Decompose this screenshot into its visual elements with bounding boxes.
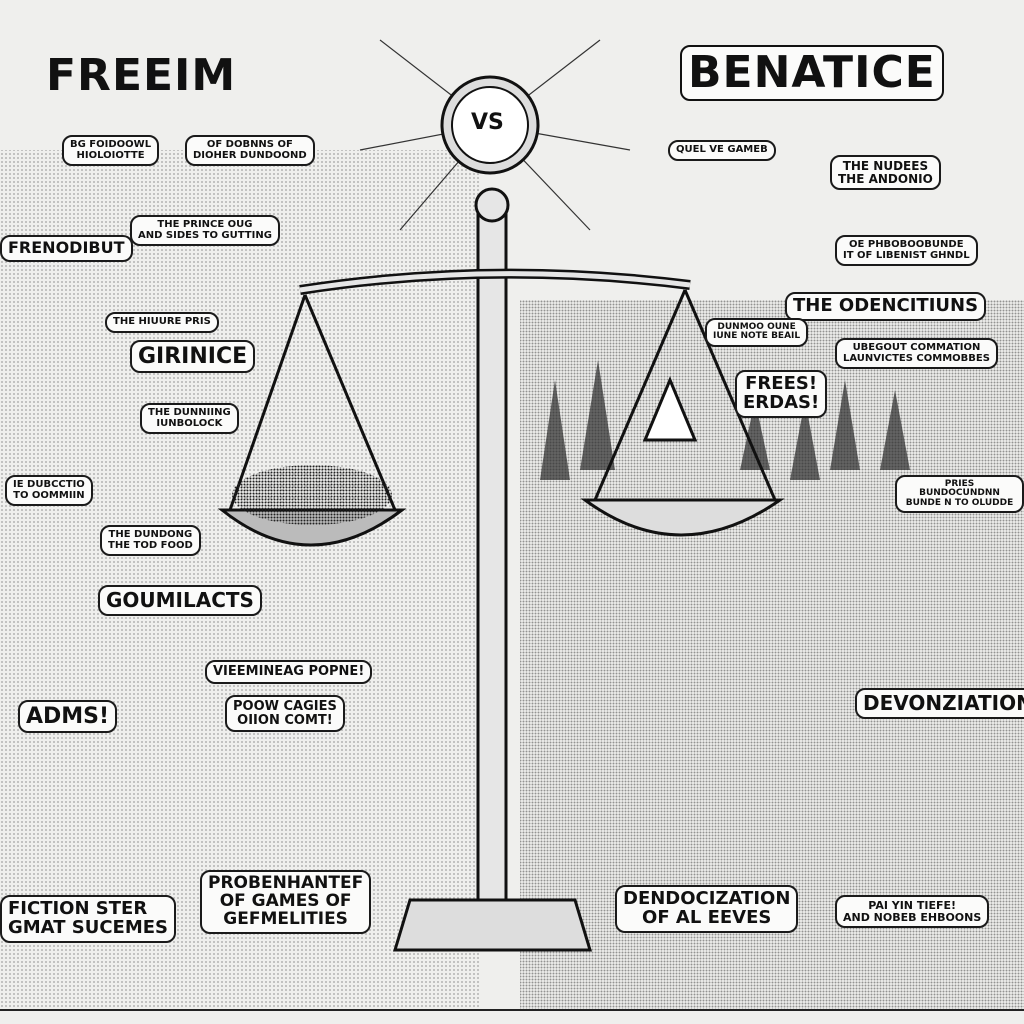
label: OF DOBNNS OF DIOHER DUNDOOND bbox=[185, 135, 315, 166]
label: THE HIUURE PRIS bbox=[105, 312, 219, 333]
label: FICTION STER GMAT SUCEMES bbox=[0, 895, 177, 943]
label: THE DUNDONG THE TOD FOOD bbox=[100, 525, 201, 556]
label: GOUMILACTS bbox=[98, 585, 262, 616]
label: THE DUNNIING IUNBOLOCK bbox=[140, 403, 239, 434]
label: BG FOIDOOWL HIOLOIOTTE bbox=[62, 135, 160, 166]
vs-sun bbox=[359, 39, 631, 231]
label: IE DUBCCTIO TO OOMMIIN bbox=[5, 475, 93, 506]
label: DUNMOO OUNE IUNE NOTE BEAIL bbox=[705, 318, 809, 347]
title-vs: VS bbox=[471, 110, 504, 135]
crowd-in-pan bbox=[232, 465, 392, 525]
label: OE PHBOBOOBUNDE IT OF LIBENIST GHNDL bbox=[835, 235, 978, 266]
left-crowd-area bbox=[0, 150, 480, 1010]
label: VIEEMINEAG POPNE! bbox=[205, 660, 373, 684]
label: PRIES BUNDOCUNDNN BUNDE N TO OLUDDE bbox=[895, 475, 1024, 514]
title-left: FREEIM bbox=[46, 50, 237, 101]
label: FRENODIBUT bbox=[0, 235, 133, 262]
label: THE NUDEES THE ANDONIO bbox=[830, 155, 941, 191]
title-right: BENATICE bbox=[680, 45, 944, 102]
label: POOW CAGIES OIION COMT! bbox=[225, 695, 345, 733]
label: UBEGOUT COMMATION LAUNVICTES COMMOBBES bbox=[835, 338, 998, 369]
label: PAI YIN TIEFE! AND NOBEB EHBOONS bbox=[835, 895, 990, 929]
label: ADMS! bbox=[18, 700, 118, 734]
label: GIRINICE bbox=[130, 340, 256, 374]
label: THE ODENCITIUNS bbox=[785, 292, 987, 321]
forest-trees bbox=[540, 360, 910, 480]
label: FREES! ERDAS! bbox=[735, 370, 828, 418]
balance-scale bbox=[217, 187, 785, 952]
label: QUEL VE GAMEB bbox=[668, 140, 776, 161]
label: THE PRINCE OUG AND SIDES TO GUTTING bbox=[130, 215, 280, 246]
label: DEVONZIATION bbox=[855, 688, 1024, 719]
label: DENDOCIZATION OF AL EEVES bbox=[615, 885, 799, 933]
label: PROBENHANTEF OF GAMES OF GEFMELITIES bbox=[200, 870, 372, 934]
